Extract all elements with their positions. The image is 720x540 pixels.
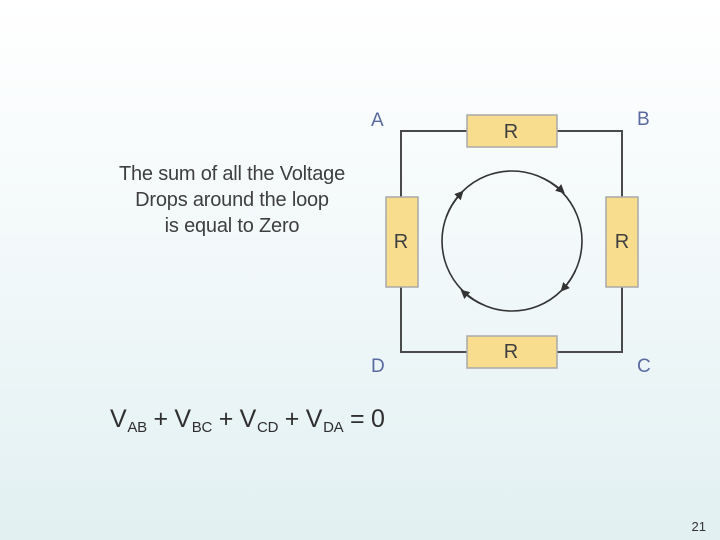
clockwise-loop-icon [441, 170, 583, 312]
resistor-right: R [605, 196, 639, 288]
kvl-equation: VAB + VBC + VCD + VDA = 0 [110, 405, 385, 436]
resistor-left: R [385, 196, 419, 288]
term-v-da: VDA [305, 405, 344, 436]
plus-sign: + [218, 405, 234, 433]
wire-right-c [557, 287, 623, 353]
caption-line-2: Drops around the loop [135, 189, 329, 211]
resistor-left-label: R [394, 231, 408, 253]
caption-line-1: The sum of all the Voltage [118, 163, 346, 185]
plus-sign: + [153, 405, 168, 433]
kvl-caption: The sum of all the Voltage Drops around … [96, 161, 368, 239]
wire-top-right-b [557, 130, 623, 197]
resistor-top-label: R [504, 121, 518, 143]
term-v-cd: VCD [239, 405, 279, 436]
resistor-bottom-label: R [504, 341, 518, 363]
node-label-b: B [637, 109, 650, 130]
node-label-d: D [371, 356, 385, 377]
circuit-wires [400, 130, 623, 353]
node-label-a: A [371, 110, 384, 131]
term-v-bc: VBC [174, 405, 213, 436]
equals-sign: = [350, 405, 365, 433]
slide-number: 21 [691, 519, 706, 534]
wire-bottom-d [400, 287, 467, 353]
resistor-right-label: R [615, 231, 629, 253]
wire-a-top-left [400, 130, 467, 197]
node-label-c: C [637, 356, 651, 377]
term-v-ab: VAB [110, 405, 147, 436]
resistor-top: R [466, 114, 558, 148]
equation-result: 0 [371, 405, 385, 433]
caption-line-3: is equal to Zero [164, 215, 300, 237]
resistor-bottom: R [466, 335, 558, 369]
plus-sign: + [284, 405, 300, 433]
